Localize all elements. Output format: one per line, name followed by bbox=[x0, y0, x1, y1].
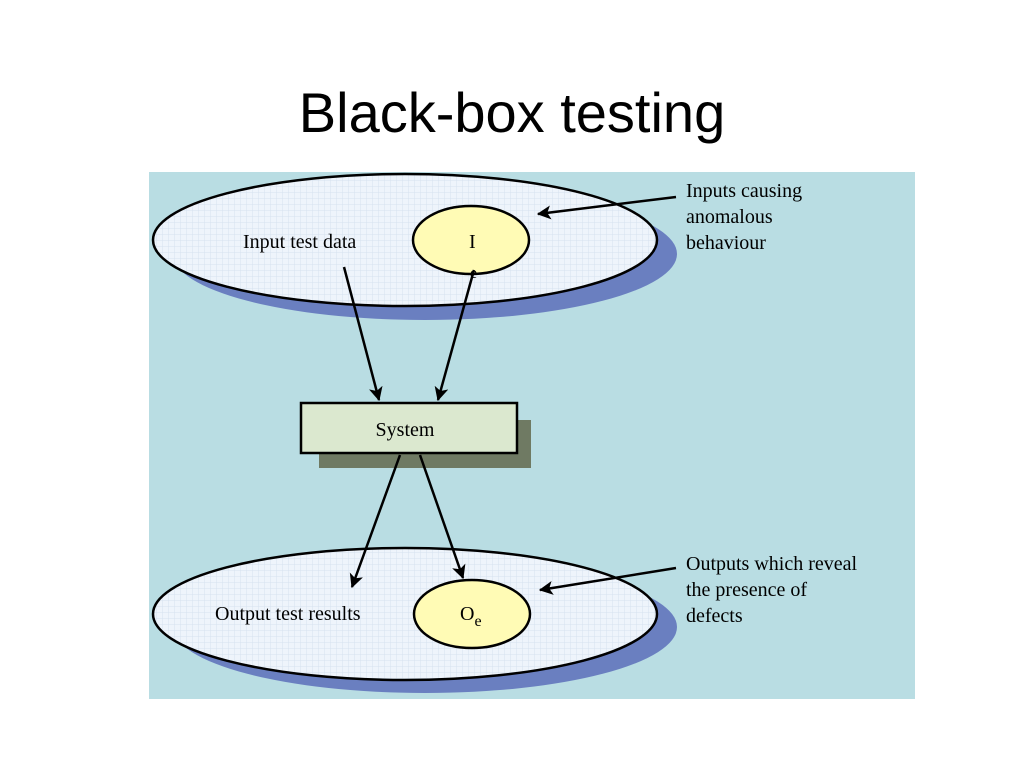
input-subset-ellipse bbox=[411, 204, 531, 276]
output-subset-label: Oe bbox=[460, 603, 482, 630]
input-subset-label: I bbox=[469, 231, 476, 253]
output-subset-main: O bbox=[460, 603, 474, 625]
arrow-input-subset-to-system bbox=[434, 269, 476, 402]
outputs-annotation-line-2: the presence of bbox=[686, 579, 807, 601]
outputs-annotation: Outputs which reveal the presence of def… bbox=[686, 553, 862, 627]
input-set-ellipse bbox=[151, 172, 659, 308]
output-subset-subscript: e bbox=[474, 613, 481, 630]
slide-title: Black-box testing bbox=[298, 81, 726, 144]
input-set-label: Input test data bbox=[243, 231, 356, 253]
arrow-system-to-output-results bbox=[349, 454, 402, 589]
arrow-input-data-to-system bbox=[342, 266, 383, 402]
outputs-annotation-line-1: Outputs which reveal bbox=[686, 553, 858, 575]
inputs-annotation-line-3: behaviour bbox=[686, 232, 766, 254]
output-set-ellipse bbox=[151, 546, 659, 682]
inputs-annotation-line-2: anomalous bbox=[686, 206, 773, 228]
inputs-annotation: Inputs causing anomalous behaviour bbox=[686, 180, 807, 254]
system-label: System bbox=[376, 419, 435, 441]
output-subset-ellipse bbox=[412, 578, 532, 650]
arrow-annotation-to-output-subset bbox=[538, 566, 677, 595]
arrow-annotation-to-input-subset bbox=[536, 195, 677, 220]
output-set-label: Output test results bbox=[215, 603, 361, 625]
arrow-system-to-output-subset bbox=[418, 454, 466, 580]
inputs-annotation-line-1: Inputs causing bbox=[686, 180, 802, 202]
outputs-annotation-line-3: defects bbox=[686, 605, 743, 627]
system-box bbox=[299, 401, 519, 455]
